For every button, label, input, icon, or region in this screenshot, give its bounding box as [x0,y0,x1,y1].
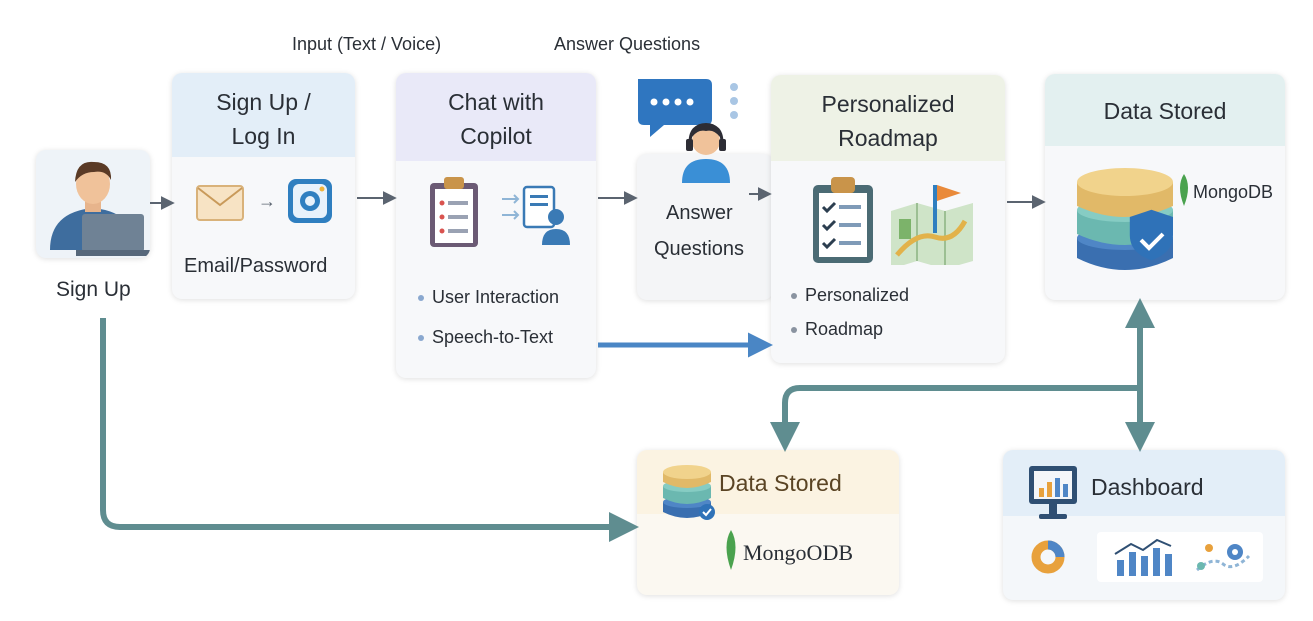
data-stored-top-db-label: MongoDB [1193,182,1274,202]
mongodb-leaf-icon [726,530,736,570]
data-stored-top-title: Data Stored [1103,98,1227,124]
location-map-icon [1196,544,1251,572]
bar-line-chart-icon [1114,538,1172,576]
chat-bullet-2: Speech-to-Text [418,327,553,348]
signup-card: Sign Up / Log In → Email/Password [172,73,355,299]
donut-chart-icon [1031,540,1065,574]
speech-to-text-icon [502,185,570,245]
mongodb-leaf-icon [1180,174,1188,206]
user-card [36,150,150,258]
arrow-right-icon: → [258,191,276,211]
chat-bullet-1: User Interaction [418,287,559,308]
user-caption: Sign Up [56,278,131,301]
checklist-icon [813,177,873,263]
answer-questions-label: Answer Questions [554,34,701,54]
database-icon [1077,168,1173,270]
roadmap-title-line1: Personalized [821,91,955,117]
data-stored-bottom-title: Data Stored [719,470,842,496]
support-chat-icon [638,79,738,183]
chat-title-line1: Chat with [448,89,544,115]
chat-title-line2: Copilot [460,123,532,149]
roadmap-title-line2: Roadmap [838,125,938,151]
dashboard-title: Dashboard [1091,474,1204,500]
chat-copilot-card: Chat with Copilot User Interaction Speec… [396,73,596,378]
signup-caption: Email/Password [184,255,328,277]
dashboard-card: Dashboard [1003,450,1285,600]
monitor-chart-icon [1029,466,1077,519]
camera-icon [288,179,332,223]
database-icon [663,465,715,520]
roadmap-bullet-2: Roadmap [791,319,883,340]
data-stored-bottom-card: Data Stored MongoODB [637,450,899,595]
data-stored-top-card: Data Stored MongoDB [1045,74,1285,300]
arrow-signup-to-data-bottom [100,318,639,542]
arrow-hub-to-data-bottom [770,385,1140,452]
user-laptop-icon [50,161,150,256]
data-stored-bottom-db-label: MongoODB [743,540,854,565]
roadmap-bullet-1: Personalized [791,285,909,306]
roadmap-map-icon [891,185,973,265]
answer-line2: Questions [654,238,745,260]
signup-title-line1: Sign Up / [216,89,311,115]
input-label: Input (Text / Voice) [292,34,442,54]
roadmap-card: Personalized Roadmap Personalized Roadma… [771,75,1005,363]
clipboard-icon [430,177,478,247]
answer-line1: Answer [666,202,733,224]
email-icon [196,185,244,221]
signup-title-line2: Log In [231,123,296,149]
